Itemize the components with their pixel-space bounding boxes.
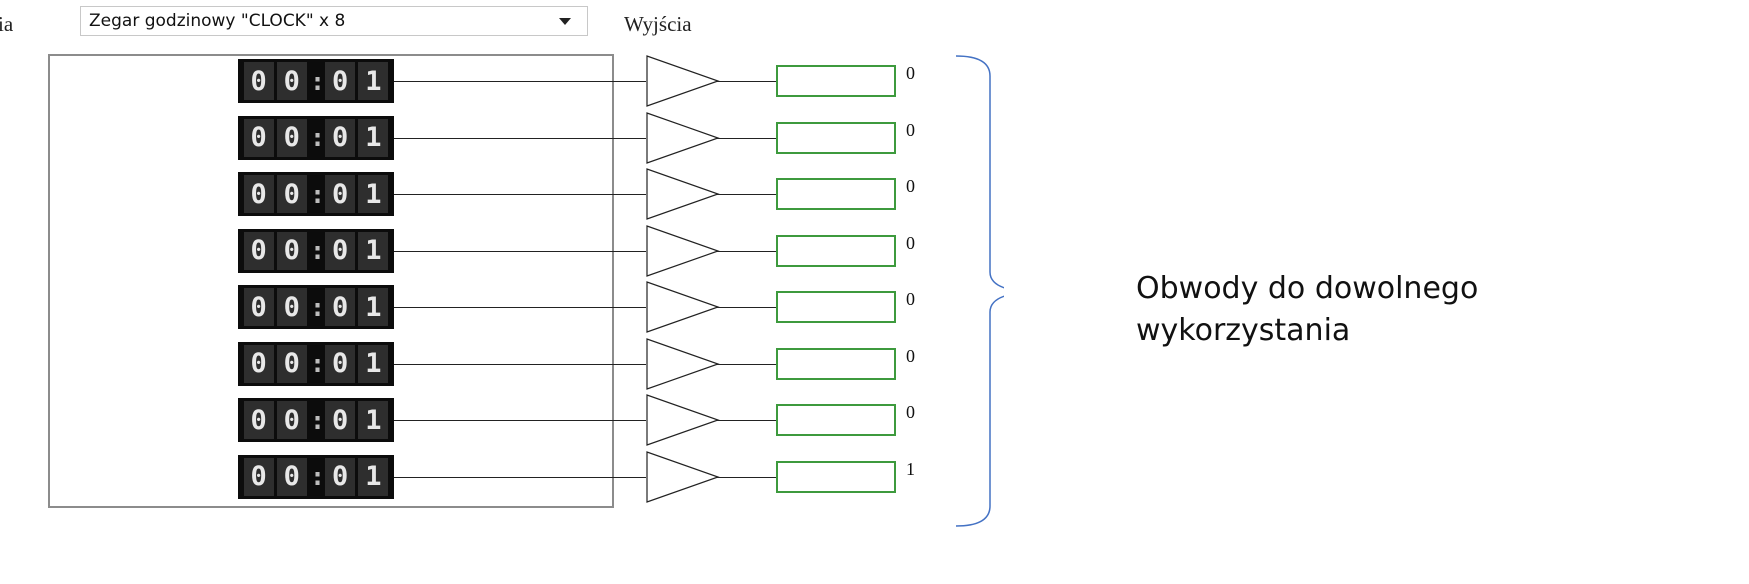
input-type-select[interactable]: Zegar godzinowy "CLOCK" x 8 bbox=[80, 6, 588, 36]
annotation-line-1: Obwody do dowolnego bbox=[1136, 271, 1479, 306]
clock-digit: 0 bbox=[276, 344, 307, 383]
output-value: 0 bbox=[906, 289, 915, 309]
clock-digit: 1 bbox=[358, 231, 389, 270]
buffer-gate-icon bbox=[646, 55, 720, 107]
output-wire bbox=[716, 363, 778, 365]
clock-digit: 0 bbox=[243, 231, 274, 270]
output-wire bbox=[716, 250, 778, 252]
chevron-down-icon[interactable] bbox=[559, 18, 571, 25]
output-wire bbox=[716, 137, 778, 139]
input-wire bbox=[394, 137, 646, 139]
clock-digit: 0 bbox=[325, 231, 356, 270]
input-wire bbox=[394, 420, 646, 421]
output-box[interactable] bbox=[776, 121, 896, 154]
select-value: Zegar godzinowy "CLOCK" x 8 bbox=[89, 11, 346, 31]
buffer-gate-icon bbox=[646, 337, 720, 390]
clock-digit: 0 bbox=[276, 175, 307, 213]
output-value: 0 bbox=[906, 345, 915, 366]
clock-digit: 1 bbox=[358, 344, 389, 383]
clock-digit: 0 bbox=[243, 401, 274, 439]
output-box[interactable] bbox=[776, 291, 896, 323]
output-box[interactable] bbox=[776, 460, 896, 493]
circuits-annotation: Obwody do dowolnego wykorzystania bbox=[1136, 268, 1478, 352]
clock-digit: 0 bbox=[325, 118, 356, 157]
clock-separator: : bbox=[309, 179, 326, 209]
clock-digit: 1 bbox=[358, 175, 389, 213]
output-wire bbox=[716, 307, 778, 308]
input-wire bbox=[394, 81, 646, 82]
clock-digit: 1 bbox=[358, 401, 389, 439]
output-wire bbox=[716, 476, 778, 478]
clock-digit: 0 bbox=[325, 175, 356, 213]
output-value: 1 bbox=[906, 458, 915, 479]
output-box[interactable] bbox=[776, 347, 896, 380]
output-value: 0 bbox=[906, 402, 915, 422]
clock-separator: : bbox=[309, 123, 326, 152]
annotation-line-2: wykorzystania bbox=[1136, 313, 1351, 348]
clock-digit: 0 bbox=[325, 401, 356, 439]
clock-digit: 0 bbox=[325, 344, 356, 383]
clock-digit: 1 bbox=[358, 288, 389, 326]
input-wire bbox=[394, 476, 646, 478]
clock-digit: 0 bbox=[243, 62, 274, 100]
input-wire bbox=[394, 307, 646, 308]
clock-separator: : bbox=[309, 405, 326, 435]
input-wire bbox=[394, 194, 646, 195]
input-wire bbox=[394, 250, 646, 252]
clock-digit: 0 bbox=[325, 288, 356, 326]
buffer-gate-icon bbox=[646, 111, 720, 164]
clock-digit: 0 bbox=[276, 231, 307, 270]
buffer-gate-icon bbox=[646, 394, 720, 446]
clock-digit: 0 bbox=[276, 62, 307, 100]
clock-digit: 1 bbox=[358, 118, 389, 157]
buffer-gate-icon bbox=[646, 450, 720, 503]
clock-digit: 0 bbox=[325, 457, 356, 496]
output-value: 0 bbox=[906, 63, 915, 83]
clock-digit: 0 bbox=[325, 62, 356, 100]
output-box[interactable] bbox=[776, 65, 896, 97]
clock-digit: 0 bbox=[243, 175, 274, 213]
output-box[interactable] bbox=[776, 178, 896, 210]
buffer-gate-icon bbox=[646, 224, 720, 277]
output-value: 0 bbox=[906, 119, 915, 140]
buffer-gate-icon bbox=[646, 281, 720, 333]
clock-separator: : bbox=[309, 66, 326, 96]
clock-digit: 0 bbox=[243, 288, 274, 326]
output-wire bbox=[716, 81, 778, 82]
clock-digit: 1 bbox=[358, 62, 389, 100]
clock-digit: 0 bbox=[276, 288, 307, 326]
clock-separator: : bbox=[309, 462, 326, 491]
output-wire bbox=[716, 194, 778, 195]
input-wire bbox=[394, 363, 646, 365]
clock-digit: 0 bbox=[243, 344, 274, 383]
inputs-header-label: ia bbox=[0, 12, 14, 36]
clock-separator: : bbox=[309, 349, 326, 378]
curly-brace-icon bbox=[955, 55, 1004, 527]
outputs-header-label: Wyjścia bbox=[624, 12, 692, 36]
clock-digit: 1 bbox=[358, 457, 389, 496]
output-box[interactable] bbox=[776, 404, 896, 436]
clock-digit: 0 bbox=[276, 118, 307, 157]
clock-separator: : bbox=[309, 292, 326, 322]
clock-separator: : bbox=[309, 236, 326, 265]
clock-digit: 0 bbox=[276, 401, 307, 439]
output-box[interactable] bbox=[776, 234, 896, 267]
output-value: 0 bbox=[906, 232, 915, 253]
output-value: 0 bbox=[906, 176, 915, 196]
clock-digit: 0 bbox=[276, 457, 307, 496]
clock-digit: 0 bbox=[243, 118, 274, 157]
buffer-gate-icon bbox=[646, 168, 720, 220]
output-wire bbox=[716, 420, 778, 421]
clock-digit: 0 bbox=[243, 457, 274, 496]
